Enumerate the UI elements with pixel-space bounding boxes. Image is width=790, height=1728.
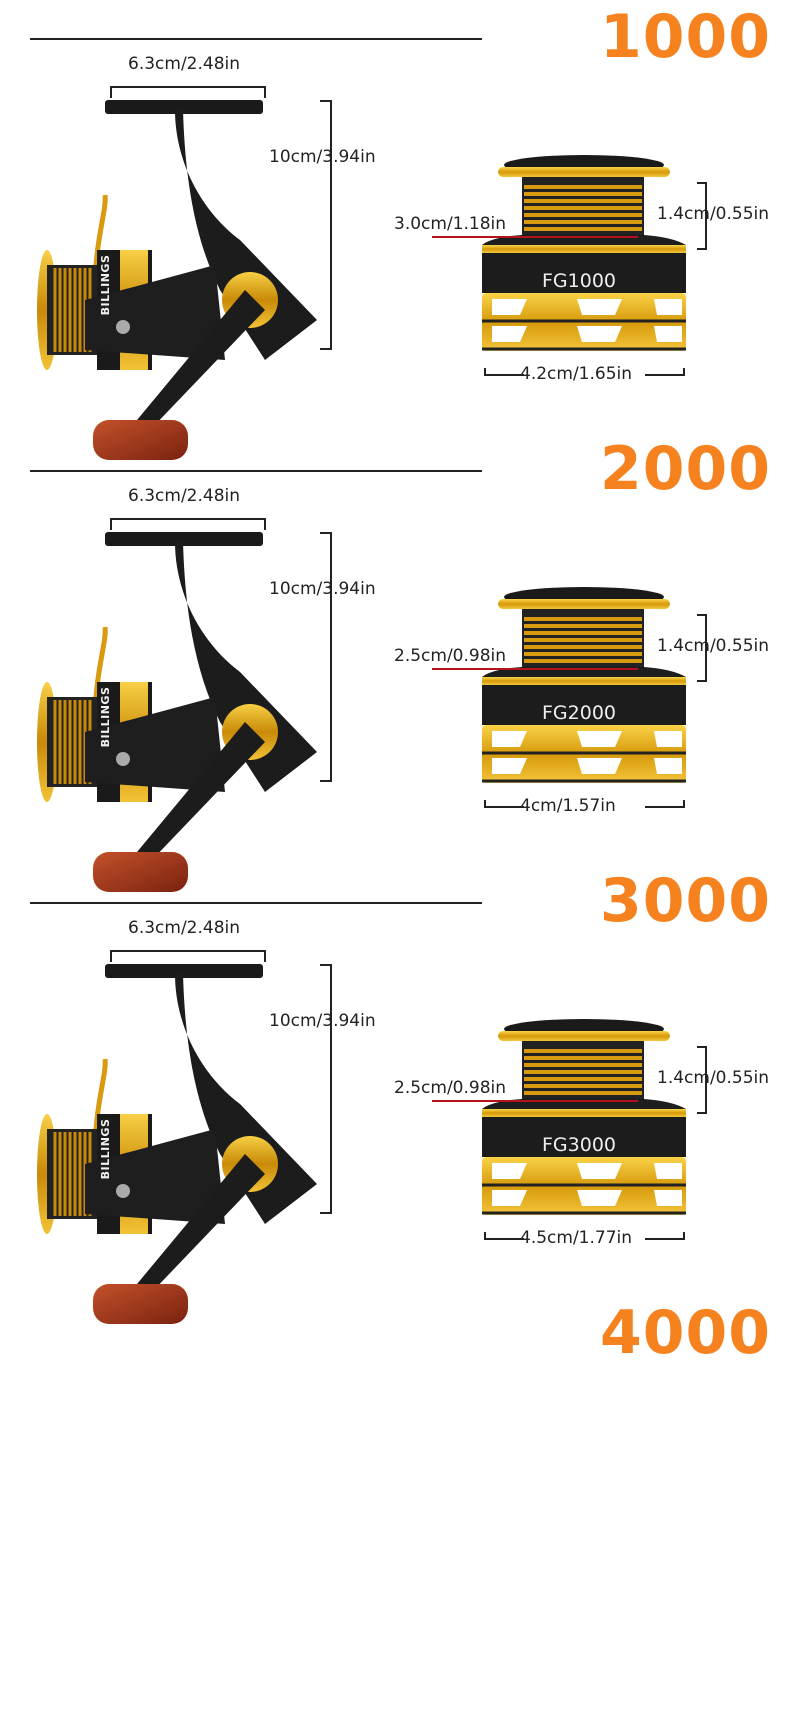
spool-diameter-label: 3.0cm/1.18in [394, 214, 507, 234]
spool-model-label: FG2000 [542, 702, 617, 724]
reel-width-label: 6.3cm/2.48in [128, 486, 241, 506]
spinning-reel-image [37, 964, 317, 1324]
brand-logo-text: BILLINGS [99, 1118, 112, 1180]
spool-image [482, 1019, 686, 1215]
spool-model-label: FG1000 [542, 270, 617, 292]
reel-width-label: 6.3cm/2.48in [128, 918, 241, 938]
reel-width-bracket [110, 518, 266, 530]
spool-width-label: 4cm/1.57in [520, 796, 616, 816]
spool-image [482, 155, 686, 351]
spinning-reel-image [37, 100, 317, 460]
reel-height-label: 10cm/3.94in [269, 1011, 376, 1031]
size-title: 1000 [600, 2, 771, 72]
spool-diameter-label: 2.5cm/0.98in [394, 646, 507, 666]
size-title: 2000 [600, 434, 771, 504]
size-section-4000: 4000 [0, 1296, 790, 1728]
spool-width-bracket-right [645, 1232, 685, 1240]
divider-line [30, 470, 482, 472]
spool-width-bracket-left [484, 800, 524, 808]
reel-height-bracket [320, 100, 332, 350]
reel-height-bracket [320, 964, 332, 1214]
reel-width-bracket [110, 86, 266, 98]
brand-logo-text: BILLINGS [99, 686, 112, 748]
spool-width-bracket-right [645, 368, 685, 376]
reel-height-label: 10cm/3.94in [269, 579, 376, 599]
size-section-1000: 1000 6.3cm/2.48in 10cm/3.94in BILLINGS F… [0, 0, 790, 460]
reel-width-bracket [110, 950, 266, 962]
spool-width-bracket-left [484, 368, 524, 376]
spool-height-label: 1.4cm/0.55in [657, 204, 770, 224]
spool-height-bracket [697, 1046, 707, 1114]
spool-diameter-label: 2.5cm/0.98in [394, 1078, 507, 1098]
spool-diameter-marker [432, 1100, 638, 1102]
reel-height-label: 10cm/3.94in [269, 147, 376, 167]
spool-diameter-marker [432, 668, 638, 670]
divider-line [30, 902, 482, 904]
spool-width-label: 4.2cm/1.65in [520, 364, 633, 384]
spool-width-bracket-left [484, 1232, 524, 1240]
size-title: 3000 [600, 866, 771, 936]
spool-height-bracket [697, 614, 707, 682]
spool-width-bracket-right [645, 800, 685, 808]
reel-height-bracket [320, 532, 332, 782]
spool-height-label: 1.4cm/0.55in [657, 636, 770, 656]
brand-logo-text: BILLINGS [99, 254, 112, 316]
spool-width-label: 4.5cm/1.77in [520, 1228, 633, 1248]
size-title: 4000 [600, 1298, 771, 1368]
spool-image [482, 587, 686, 783]
size-section-3000: 3000 6.3cm/2.48in 10cm/3.94in BILLINGS F… [0, 864, 790, 1324]
spool-height-label: 1.4cm/0.55in [657, 1068, 770, 1088]
spool-height-bracket [697, 182, 707, 250]
spinning-reel-image [37, 532, 317, 892]
spool-diameter-marker [432, 236, 638, 238]
size-section-2000: 2000 6.3cm/2.48in 10cm/3.94in BILLINGS F… [0, 432, 790, 892]
spool-model-label: FG3000 [542, 1134, 617, 1156]
reel-width-label: 6.3cm/2.48in [128, 54, 241, 74]
divider-line [30, 38, 482, 40]
